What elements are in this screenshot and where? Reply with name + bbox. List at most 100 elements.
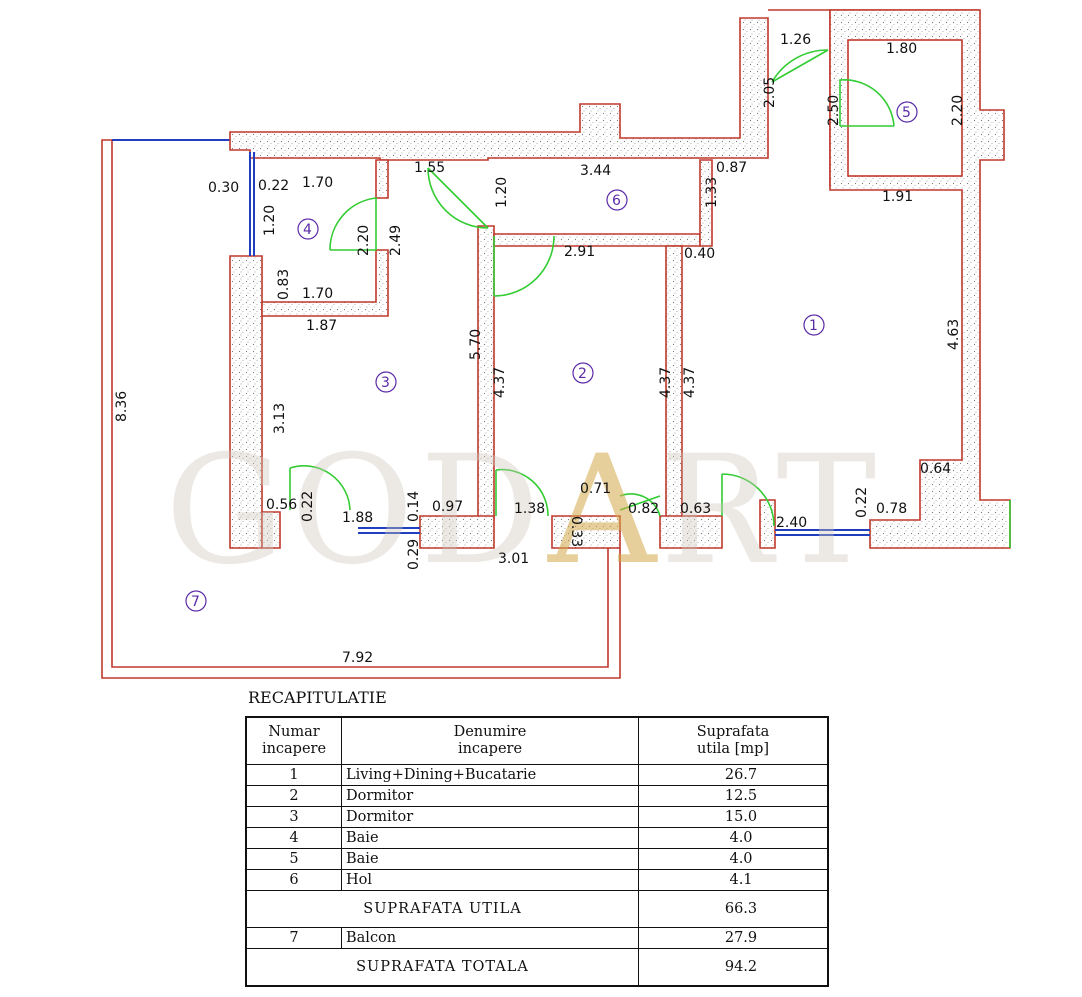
dim-label: 4.37 [658,367,674,398]
dim-label: 4.63 [946,319,962,350]
room-marker-4: 4 [297,218,319,240]
dim-label: 0.56 [266,497,297,513]
dim-label: 7.92 [342,650,373,666]
balcony-outline [101,139,621,679]
subtotal-label: SUPRAFATA UTILA [245,890,639,928]
dim-label: 1.26 [780,32,811,48]
cell-name: Baie [341,848,639,870]
dim-label: 0.14 [406,491,422,522]
dim-label: 1.55 [414,160,445,176]
dim-label: 0.97 [432,499,463,515]
room-marker-3: 3 [375,371,397,393]
svg-text:A: A [547,424,662,598]
dim-label: 1.87 [306,318,337,334]
cell-name: Baie [341,827,639,849]
dim-label: 3.44 [580,163,611,179]
cell-name: Hol [341,869,639,891]
dim-label: 3.01 [498,551,529,567]
dim-label: 5.70 [468,329,484,360]
dim-label: 0.40 [684,246,715,262]
subtotal-value: 66.3 [638,890,829,928]
total-label: SUPRAFATA TOTALA [245,948,639,987]
cell-area: 27.9 [638,927,829,949]
room-marker-2: 2 [572,362,594,384]
cell-area: 26.7 [638,764,829,786]
dim-label: 0.22 [854,487,870,518]
dim-label: 2.20 [356,225,372,256]
dim-label: 1.70 [302,175,333,191]
dim-label: 2.50 [826,95,842,126]
svg-text:1: 1 [809,318,818,334]
room-marker-6: 6 [606,189,628,211]
total-value: 94.2 [638,948,829,987]
cell-area: 15.0 [638,806,829,828]
dim-label: 0.33 [568,516,584,547]
dimension-labels: 1.26 2.05 1.80 2.50 2.20 1.91 0.87 3.44 … [114,32,966,666]
cell-name: Balcon [341,927,639,949]
cell-nr: 2 [245,785,342,807]
svg-text:GOD: GOD [165,424,546,598]
cell-nr: 1 [245,764,342,786]
doors [289,49,1011,548]
dim-label: 1.20 [262,205,278,236]
svg-text:4: 4 [303,222,312,238]
dim-label: 2.91 [564,244,595,260]
svg-text:5: 5 [902,105,911,121]
room-numbers: 1 2 3 4 5 6 7 [185,101,918,612]
dim-label: 2.49 [388,225,404,256]
dim-label: 0.71 [580,481,611,497]
dim-label: 1.88 [342,510,373,526]
cell-name: Dormitor [341,806,639,828]
dim-label: 2.20 [950,95,966,126]
dim-label: 1.20 [494,177,510,208]
svg-text:6: 6 [612,193,621,209]
dim-label: 0.63 [680,501,711,517]
dim-label: 4.37 [682,367,698,398]
dim-label: 1.80 [886,41,917,57]
dim-label: 0.22 [300,491,316,522]
dim-label: 0.87 [716,160,747,176]
cell-nr: 5 [245,848,342,870]
dim-label: 1.70 [302,286,333,302]
dim-label: 8.36 [114,391,130,422]
cell-name: Dormitor [341,785,639,807]
svg-text:2: 2 [578,366,587,382]
cell-nr: 6 [245,869,342,891]
room-marker-5: 5 [896,101,918,123]
cell-area: 4.0 [638,848,829,870]
dim-label: 3.13 [272,403,288,434]
dim-label: 1.33 [704,177,720,208]
room-marker-1: 1 [803,314,825,336]
godart-watermark: GOD A RT [165,424,882,598]
dim-label: 0.82 [628,501,659,517]
dim-label: 0.22 [258,178,289,194]
dim-label: 1.91 [882,189,913,205]
cell-nr: 3 [245,806,342,828]
room-marker-7: 7 [185,590,207,612]
walls [229,9,1011,549]
cell-nr: 7 [245,927,342,949]
svg-text:RT: RT [660,424,882,598]
recap-title: RECAPITULATIE [248,688,387,707]
dim-label: 4.37 [492,367,508,398]
dim-label: 0.30 [208,180,239,196]
dim-label: 0.78 [876,501,907,517]
floor-plan: GOD A RT 1.26 2.05 1.80 2.50 2.20 1.91 0… [101,9,1011,679]
cell-area: 4.1 [638,869,829,891]
windows [249,152,870,536]
cell-name: Living+Dining+Bucatarie [341,764,639,786]
dim-label: 2.05 [762,77,778,108]
dim-label: 0.29 [406,539,422,570]
